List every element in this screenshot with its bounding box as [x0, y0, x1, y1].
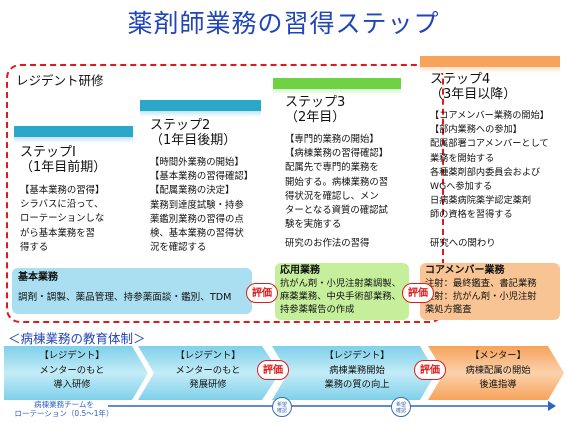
step4-bar-fade [420, 67, 560, 73]
basic-ops-text: 調剤・調製、薬品管理、持参薬面談・鑑別、TDM [18, 292, 232, 303]
step3-body: 【専門的業務の開始】【病棟業務の習得確認】 配属先で専門的業務を開始する。病棟業… [285, 134, 389, 231]
applied-ops-text: 抗がん剤・小児注射薬調製、麻薬業務、中央手術部業務、持参薬報告の作成 [280, 278, 401, 315]
chevron-3-text: 【レジデント】病棟業務開始業務の質の向上 [324, 350, 390, 390]
eval-badge-1: 評価 [246, 283, 278, 303]
step1-bar-fade [14, 137, 133, 143]
step2-body: 【時間外業務の開始】【基本業務の習得確認】 【配属業務の決定】業務到達度試験・持… [150, 157, 254, 254]
applied-ops-box: 応用業務 抗がん剤・小児注射薬調製、麻薬業務、中央手術部業務、持参薬報告の作成 [275, 263, 409, 320]
core-ops-box: コアメンバー業務 注射：最終鑑査、書記業務注射：抗がん剤・小児注射薬処方鑑査 [420, 263, 560, 320]
eval-badge-2: 評価 [402, 283, 434, 303]
chevron-4-text: 【メンター】病棟配属の開始後進指導 [465, 350, 531, 390]
residency-frame [6, 64, 444, 323]
step2-bar-fade [140, 111, 261, 117]
basic-ops-label: 基本業務 [18, 272, 58, 283]
step2-bar [140, 100, 261, 111]
chevron-2-text: 【レジデント】メンターのもと発展研修 [175, 350, 241, 390]
chevron-2 [138, 346, 280, 400]
step2-title: ステップ2（1年目後期） [150, 118, 237, 148]
core-ops-text: 注射：最終鑑査、書記業務注射：抗がん剤・小児注射薬処方鑑査 [425, 278, 537, 315]
step4-bar [420, 56, 560, 67]
hope-confirm-badge-2: 希望確認 [391, 397, 411, 417]
step4-title: ステップ4（3年目以降） [430, 72, 517, 102]
step4-body: 【コアメンバー業務の開始】【部内業務への参加】 配属部署コアメンバーとして業務を… [430, 110, 549, 221]
rotation-note: 病棟業務チームをローテーション（0.5〜1年） [14, 400, 114, 418]
core-ops-label: コアメンバー業務 [425, 265, 505, 276]
eval-badge-3: 評価 [257, 360, 289, 380]
ward-system-title: ＜病棟業務の教育体制＞ [8, 331, 146, 346]
residency-label: レジデント研修 [16, 73, 104, 88]
step3-title: ステップ3（2年目） [285, 95, 346, 125]
chevron-flow [4, 346, 564, 400]
step4-extra: 研究への関わり [430, 238, 496, 249]
page-title: 薬剤師業務の習得ステップ [127, 9, 440, 38]
eval-badge-4: 評価 [414, 360, 446, 380]
step3-extra: 研究のお作法の習得 [285, 238, 370, 249]
chevron-3 [272, 346, 436, 400]
chevron-4 [428, 346, 564, 400]
step3-bar-fade [273, 89, 401, 95]
basic-ops-box: 基本業務 調剤・調製、薬品管理、持参薬面談・鑑別、TDM [12, 268, 252, 314]
applied-ops-label: 応用業務 [280, 265, 320, 276]
step1-bar [14, 126, 133, 137]
chevron-1 [4, 346, 148, 400]
hope-confirm-badge-1: 希望確認 [272, 397, 292, 417]
timeline-arrow [108, 401, 556, 411]
step3-bar [273, 78, 401, 89]
step1-title: ステップⅠ（1年目前期） [20, 145, 107, 175]
chevron-1-text: 【レジデント】メンターのもと導入研修 [39, 350, 105, 390]
step1-body: 【基本業務の習得】シラバスに沿って、 ローテーションしながら基本業務を習 得する [20, 185, 105, 253]
